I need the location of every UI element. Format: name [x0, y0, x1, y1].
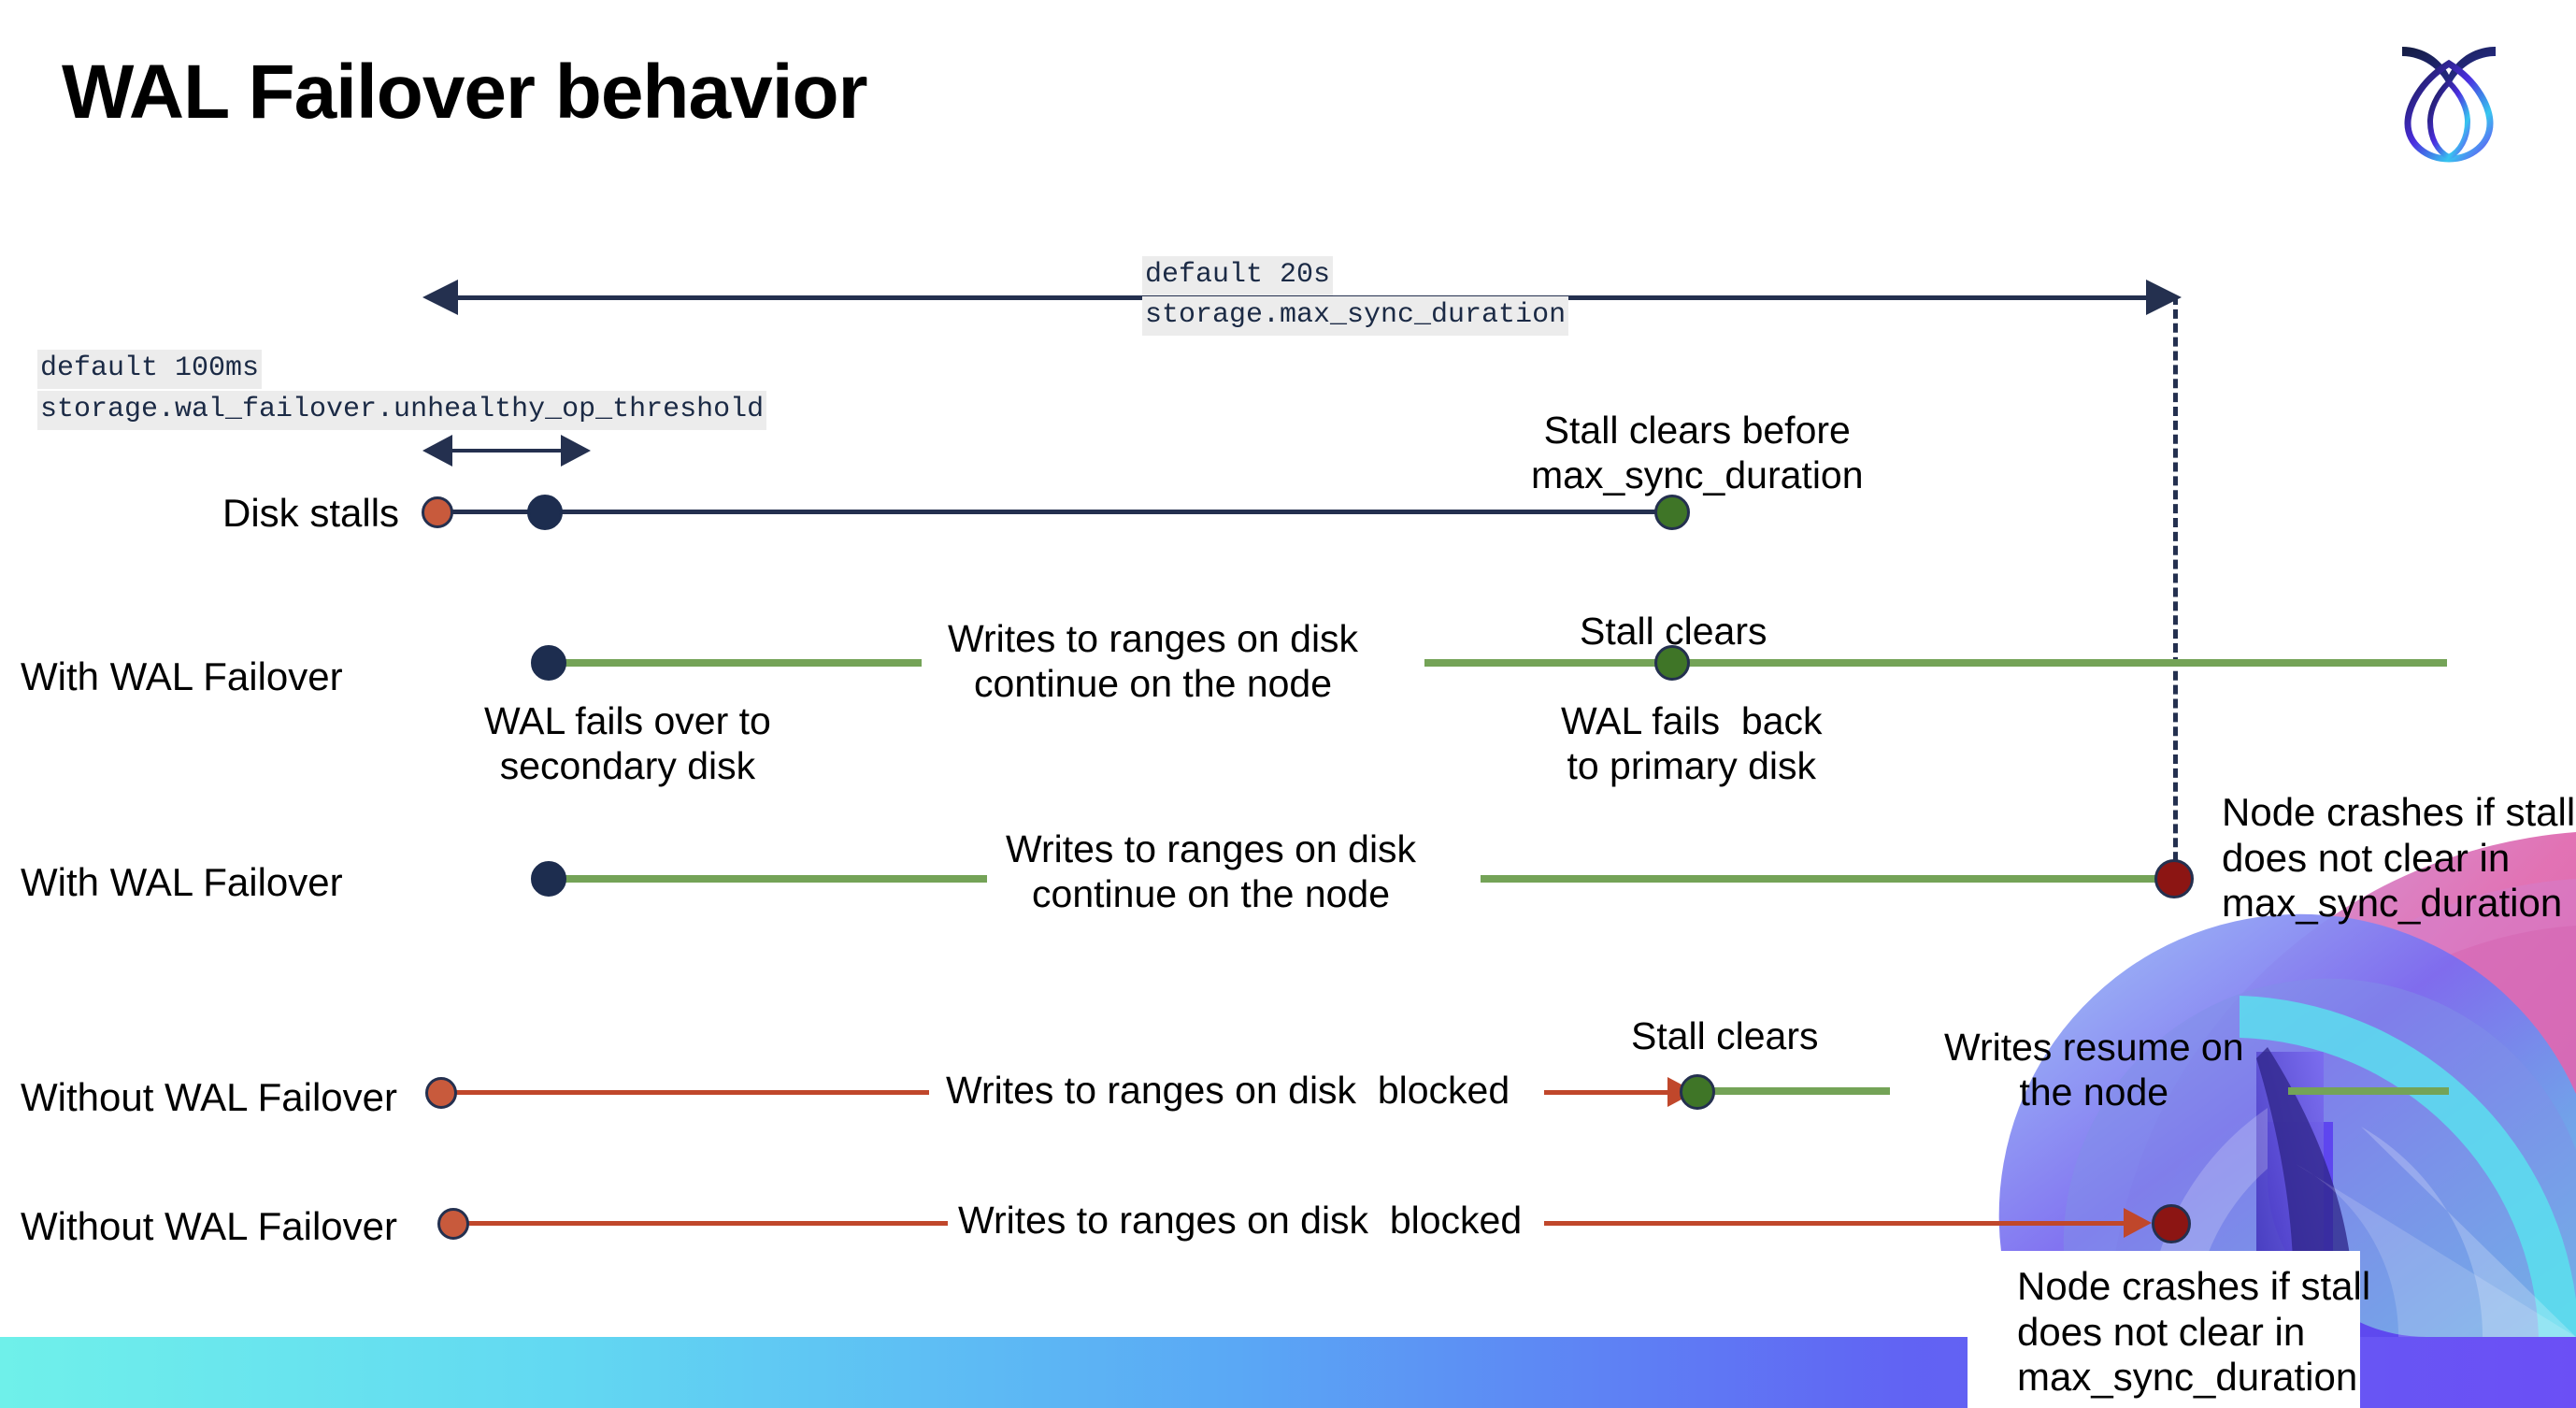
row-label-disk-stalls: Disk stalls	[222, 491, 400, 535]
note-stall-clears-2: Stall clears	[1631, 1014, 1819, 1057]
disk-stall-clear-dot	[1654, 495, 1690, 530]
without-failover-stall-start-dot-1	[425, 1077, 457, 1109]
note-wal-fails-over: WAL fails over to secondary disk	[484, 699, 771, 787]
row-label-with-wal-failover-clears: With WAL Failover	[21, 654, 343, 698]
note-writes-continue-on-node-1: Writes to ranges on disk continue on the…	[948, 617, 1359, 705]
disk-stalls-timeline	[437, 510, 1671, 514]
node-crash-callout-box	[1968, 1251, 2360, 1408]
row-label-without-wal-failover-crash: Without WAL Failover	[21, 1204, 397, 1248]
with-failover-crash-green-segment-b	[1481, 875, 2174, 883]
note-stall-clears-before-max-sync: Stall clears before max_sync_duration	[1531, 409, 1864, 496]
max-sync-duration-setting-name: storage.max_sync_duration	[1142, 296, 1569, 336]
with-failover-green-segment-a	[548, 659, 922, 667]
without-failover-crash-red-segment-b	[1544, 1221, 2131, 1226]
note-writes-blocked-2: Writes to ranges on disk blocked	[958, 1199, 1523, 1242]
with-failover-green-segment-b	[1424, 659, 2447, 667]
row-label-with-wal-failover-crash: With WAL Failover	[21, 860, 343, 904]
row-label-without-wal-failover-clears: Without WAL Failover	[21, 1075, 397, 1119]
without-failover-red-segment-a	[451, 1090, 929, 1095]
page-title: WAL Failover behavior	[62, 50, 868, 135]
note-writes-resume: Writes resume on the node	[1944, 1026, 2244, 1113]
note-wal-fails-back: WAL fails back to primary disk	[1561, 699, 1823, 787]
with-failover-start-dot	[531, 645, 566, 681]
without-failover-green-segment-b	[2288, 1087, 2449, 1095]
unhealthy-op-threshold-setting-name: storage.wal_failover.unhealthy_op_thresh…	[37, 391, 767, 430]
note-node-crashes-1: Node crashes if stall does not clear in …	[2222, 790, 2576, 926]
threshold-right-arrowhead	[561, 435, 591, 467]
without-failover-crash-red-segment-a	[460, 1221, 948, 1226]
without-failover-stall-start-dot-2	[437, 1208, 469, 1240]
with-failover-crash-start-dot	[531, 861, 566, 897]
node-crash-dot-1	[2154, 859, 2194, 898]
without-failover-stall-clear-dot	[1680, 1074, 1715, 1110]
without-failover-red-segment-b	[1544, 1090, 1675, 1095]
without-failover-red-arrowhead-2	[2124, 1208, 2152, 1238]
unhealthy-op-threshold-default-value: default 100ms	[37, 350, 263, 389]
unhealthy-op-threshold-span-line	[447, 449, 566, 453]
disk-stall-start-dot	[422, 496, 453, 528]
with-failover-stall-clear-dot	[1654, 645, 1690, 681]
note-writes-blocked-1: Writes to ranges on disk blocked	[946, 1069, 1510, 1112]
threshold-left-arrowhead	[422, 435, 452, 467]
note-stall-clears-1: Stall clears	[1580, 610, 1767, 653]
note-node-crashes-2: Node crashes if stall does not clear in …	[2017, 1264, 2371, 1400]
without-failover-green-segment-a	[1712, 1087, 1890, 1095]
node-crash-dot-2	[2152, 1204, 2191, 1243]
max-sync-duration-default-value: default 20s	[1142, 256, 1334, 295]
max-sync-span-left-arrowhead	[422, 280, 458, 315]
max-sync-duration-dropline	[2173, 295, 2178, 875]
cockroachdb-logo-icon	[2402, 47, 2496, 163]
with-failover-crash-green-segment-a	[565, 875, 987, 883]
note-writes-continue-on-node-2: Writes to ranges on disk continue on the…	[1006, 827, 1417, 915]
wal-failover-trigger-dot	[527, 495, 563, 530]
